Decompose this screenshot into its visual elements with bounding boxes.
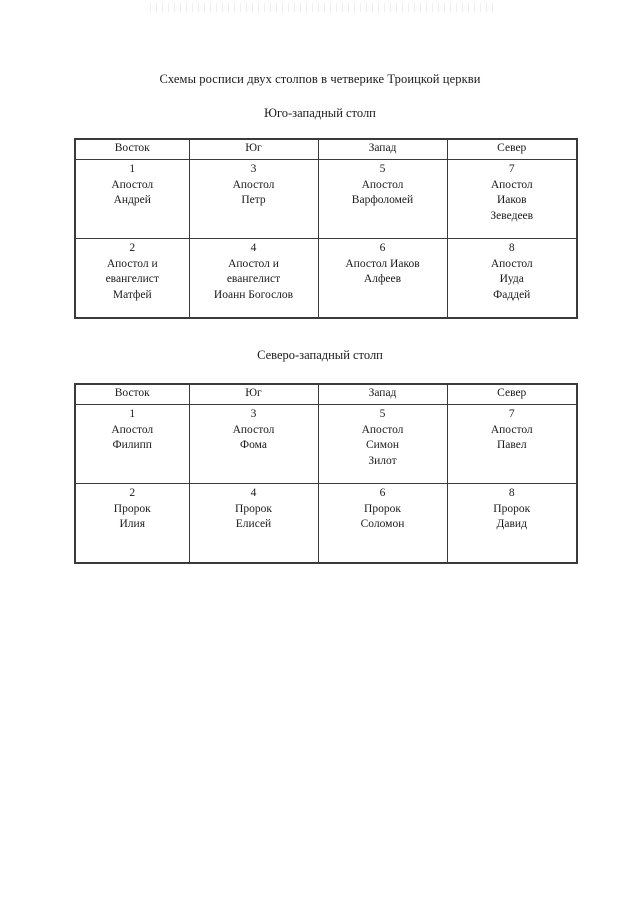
column-header-north: Север — [446, 383, 578, 405]
table-row: 1 Апостол Андрей 3 Апостол Петр 5 Апосто… — [74, 159, 578, 239]
figure-number: 1 — [129, 408, 136, 420]
figure-number: 5 — [379, 408, 386, 420]
table-cell: 8 Апостол Иуда Фаддей — [446, 238, 578, 319]
table-row: 2 Апостол и евангелист Матфей 4 Апостол … — [74, 238, 578, 319]
table-cell: 6 Апостол Иаков Алфеев — [317, 238, 448, 319]
table-cell: 1 Апостол Филипп — [74, 404, 190, 484]
table-cell: 7 Апостол Павел — [446, 404, 578, 484]
column-header-south: Юг — [188, 383, 319, 405]
table-southwest-pillar: Восток Юг Запад Север 1 Апостол Андрей 3… — [74, 138, 578, 319]
figure-name: Апостол и евангелист Матфей — [105, 258, 159, 301]
figure-name: Апостол Фома — [232, 424, 275, 452]
figure-name: Апостол и евангелист Иоанн Богослов — [213, 258, 294, 301]
figure-name: Апостол Андрей — [111, 179, 154, 207]
figure-name: Апостол Филипп — [111, 424, 154, 452]
figure-number: 3 — [250, 408, 257, 420]
figure-number: 3 — [250, 163, 257, 175]
column-header-south: Юг — [188, 138, 319, 160]
table-header-row: Восток Юг Запад Север — [74, 383, 578, 405]
figure-name: Апостол Петр — [232, 179, 275, 207]
scan-artifact-band — [150, 3, 495, 12]
figure-name: Пророк Илия — [113, 503, 151, 531]
table-cell: 4 Апостол и евангелист Иоанн Богослов — [188, 238, 319, 319]
figure-name: Апостол Иаков Зеведеев — [490, 179, 534, 222]
figure-number: 1 — [129, 163, 136, 175]
table-header-row: Восток Юг Запад Север — [74, 138, 578, 160]
table-northwest-pillar: Восток Юг Запад Север 1 Апостол Филипп 3… — [74, 383, 578, 564]
table-cell: 7 Апостол Иаков Зеведеев — [446, 159, 578, 239]
column-header-north: Север — [446, 138, 578, 160]
figure-number: 4 — [250, 487, 257, 499]
table-cell: 8 Пророк Давид — [446, 483, 578, 564]
column-header-east: Восток — [74, 138, 190, 160]
figure-number: 2 — [129, 487, 136, 499]
figure-name: Пророк Соломон — [360, 503, 405, 531]
table-cell: 2 Апостол и евангелист Матфей — [74, 238, 190, 319]
figure-name: Апостол Павел — [490, 424, 533, 452]
figure-number: 8 — [508, 242, 515, 254]
column-header-west: Запад — [317, 138, 448, 160]
document-title: Схемы росписи двух столпов в четверике Т… — [159, 72, 481, 86]
table-row: 1 Апостол Филипп 3 Апостол Фома 5 Апосто… — [74, 404, 578, 484]
figure-number: 6 — [379, 487, 386, 499]
column-header-west: Запад — [317, 383, 448, 405]
figure-name: Пророк Давид — [493, 503, 531, 531]
table-cell: 3 Апостол Петр — [188, 159, 319, 239]
figure-name: Пророк Елисей — [235, 503, 272, 531]
figure-name: Апостол Иаков Алфеев — [345, 258, 420, 286]
table-cell: 2 Пророк Илия — [74, 483, 190, 564]
column-header-east: Восток — [74, 383, 190, 405]
figure-number: 7 — [508, 408, 515, 420]
table-cell: 5 Апостол Симон Зилот — [317, 404, 448, 484]
figure-name: Апостол Симон Зилот — [361, 424, 404, 467]
figure-number: 8 — [508, 487, 515, 499]
figure-name: Апостол Иуда Фаддей — [490, 258, 533, 301]
table-cell: 1 Апостол Андрей — [74, 159, 190, 239]
table-cell: 6 Пророк Соломон — [317, 483, 448, 564]
figure-number: 7 — [508, 163, 515, 175]
table-cell: 3 Апостол Фома — [188, 404, 319, 484]
table-row: 2 Пророк Илия 4 Пророк Елисей 6 Пророк С… — [74, 483, 578, 564]
figure-number: 4 — [250, 242, 257, 254]
section-heading-southwest-pillar: Юго-западный столп — [264, 106, 376, 120]
section-heading-northwest-pillar: Северо-западный столп — [257, 348, 383, 362]
figure-name: Апостол Варфоломей — [351, 179, 414, 207]
figure-number: 6 — [379, 242, 386, 254]
figure-number: 5 — [379, 163, 386, 175]
table-cell: 4 Пророк Елисей — [188, 483, 319, 564]
figure-number: 2 — [129, 242, 136, 254]
table-cell: 5 Апостол Варфоломей — [317, 159, 448, 239]
